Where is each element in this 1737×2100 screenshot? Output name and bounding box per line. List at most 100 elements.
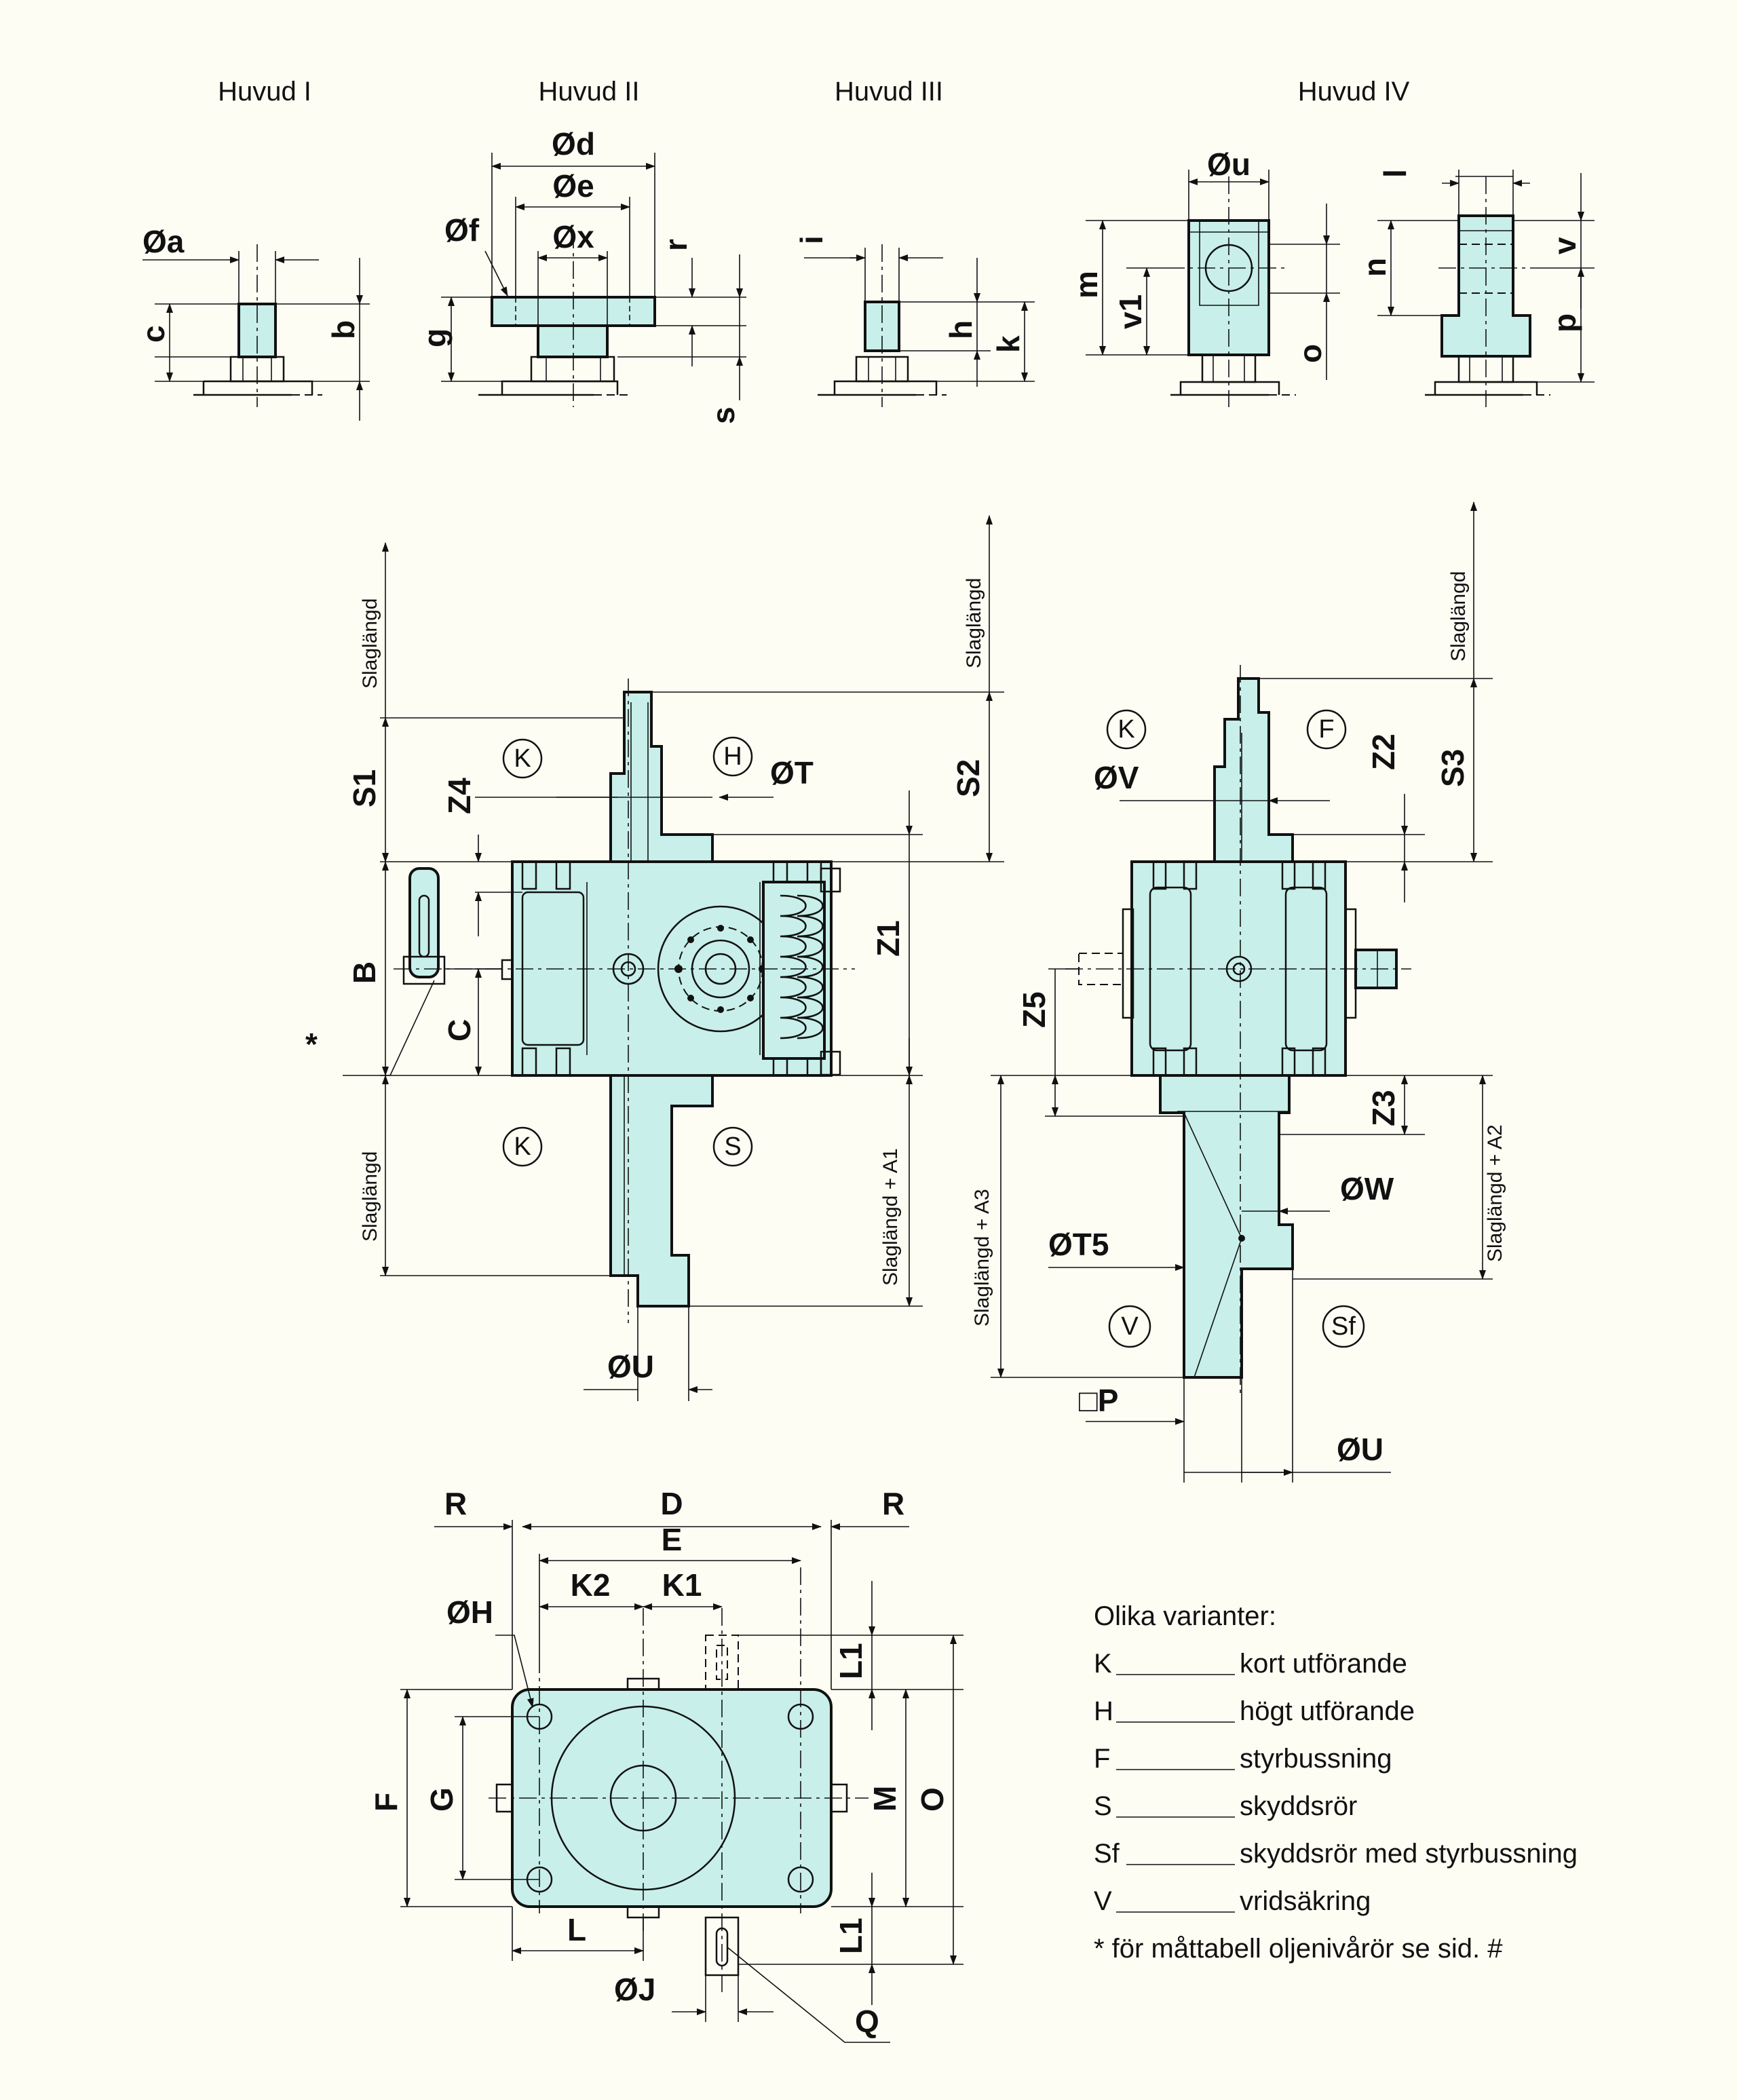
heading-huvud-2: Huvud II bbox=[539, 77, 640, 107]
dim-i: i bbox=[794, 235, 829, 244]
dim-K1: K1 bbox=[662, 1567, 702, 1603]
slag-top-right: Slaglängd bbox=[1447, 571, 1470, 662]
legend-desc: högt utförande bbox=[1240, 1696, 1415, 1726]
dim-T: ØT bbox=[770, 755, 814, 790]
dim-p: p bbox=[1547, 313, 1582, 332]
legend-item: F styrbussning bbox=[1094, 1744, 1392, 1774]
dim-e: Øe bbox=[552, 168, 594, 204]
protective-tube-side bbox=[1159, 1074, 1294, 1379]
dim-x: Øx bbox=[552, 219, 594, 254]
dim-D: D bbox=[660, 1486, 683, 1521]
legend-code: F bbox=[1094, 1744, 1110, 1774]
legend-desc: styrbussning bbox=[1240, 1744, 1392, 1774]
dim-Z3: Z3 bbox=[1366, 1090, 1401, 1126]
dim-S2: S2 bbox=[951, 759, 986, 797]
dim-h: h bbox=[943, 320, 978, 339]
dim-Z2: Z2 bbox=[1366, 733, 1401, 770]
legend-item: Sf skyddsrör med styrbussning bbox=[1094, 1839, 1578, 1869]
marker-f: F bbox=[1318, 715, 1334, 744]
bellows-guard bbox=[762, 881, 826, 1060]
huvud-3-view: i h k bbox=[794, 235, 1035, 407]
dim-n: n bbox=[1357, 258, 1392, 277]
spindle-upper bbox=[609, 691, 714, 863]
marker-k-bottom: K bbox=[514, 1132, 531, 1161]
slag-right-a1: Slaglängd + A1 bbox=[879, 1148, 902, 1286]
dim-f: Øf bbox=[444, 212, 480, 248]
dim-m: m bbox=[1069, 271, 1104, 299]
dim-L1-top: L1 bbox=[833, 1643, 868, 1679]
legend-code: H bbox=[1094, 1696, 1113, 1726]
dim-P: □P bbox=[1079, 1383, 1118, 1418]
dim-V: ØV bbox=[1094, 760, 1139, 795]
dim-K2: K2 bbox=[571, 1567, 611, 1603]
legend-desc: kort utförande bbox=[1240, 1649, 1407, 1679]
dim-J: ØJ bbox=[614, 1972, 655, 2007]
dim-Q: Q bbox=[855, 2004, 879, 2039]
marker-v: V bbox=[1121, 1312, 1139, 1341]
dim-b: b bbox=[326, 320, 361, 339]
dim-r: r bbox=[658, 239, 693, 251]
legend-code: Sf bbox=[1094, 1839, 1120, 1869]
slag-bottom-left: Slaglängd bbox=[359, 1151, 381, 1242]
marker-s: S bbox=[724, 1132, 741, 1161]
legend-item: S skyddsrör bbox=[1094, 1791, 1357, 1821]
dim-O: O bbox=[915, 1787, 950, 1812]
legend-title: Olika varianter: bbox=[1094, 1601, 1276, 1631]
dim-R-right: R bbox=[882, 1486, 904, 1521]
dim-v1: v1 bbox=[1113, 294, 1148, 329]
heading-huvud-1: Huvud I bbox=[218, 77, 311, 107]
dim-L1-bottom: L1 bbox=[833, 1917, 868, 1954]
dim-a: Øa bbox=[142, 224, 185, 259]
dim-R-left: R bbox=[444, 1486, 467, 1521]
huvud-2-hub bbox=[537, 324, 609, 358]
variants-legend: Olika varianter: K kort utförande H högt… bbox=[1094, 1601, 1578, 1964]
dim-L: L bbox=[567, 1912, 586, 1947]
marker-sf: Sf bbox=[1331, 1312, 1356, 1341]
dim-c: c bbox=[136, 325, 171, 343]
legend-item: K kort utförande bbox=[1094, 1649, 1407, 1679]
dim-k: k bbox=[991, 335, 1026, 353]
marker-k-side: K bbox=[1118, 715, 1134, 744]
huvud-2-view: Ød Øe Øx Øf r g s bbox=[417, 126, 746, 424]
legend-code: K bbox=[1094, 1649, 1112, 1679]
protective-tube bbox=[609, 1074, 714, 1307]
dim-T5: ØT5 bbox=[1048, 1227, 1109, 1262]
legend-desc: vridsäkring bbox=[1240, 1886, 1371, 1916]
huvud-1-view: Øa c b bbox=[136, 224, 370, 421]
huvud-4-side-view: l n v p bbox=[1357, 169, 1595, 407]
dim-B: B bbox=[347, 961, 382, 984]
dim-W: ØW bbox=[1340, 1171, 1394, 1206]
heading-huvud-3: Huvud III bbox=[835, 77, 943, 107]
gearbox-plan-view: R D R E K2 K1 ØH L1 F G M bbox=[368, 1486, 963, 2043]
marker-h: H bbox=[723, 742, 742, 771]
dim-M: M bbox=[867, 1786, 902, 1812]
slag-top-left: Slaglängd bbox=[359, 598, 381, 689]
legend-item: V vridsäkring bbox=[1094, 1886, 1371, 1916]
dim-G: G bbox=[424, 1787, 459, 1812]
dim-Z1: Z1 bbox=[871, 920, 906, 957]
dim-Z4: Z4 bbox=[442, 778, 477, 814]
dim-s: s bbox=[706, 406, 741, 424]
legend-desc: skyddsrör bbox=[1240, 1791, 1357, 1821]
legend-code: S bbox=[1094, 1791, 1112, 1821]
dim-g: g bbox=[417, 328, 453, 347]
dim-S1: S1 bbox=[347, 769, 382, 807]
marker-k-top: K bbox=[514, 744, 531, 773]
dim-v: v bbox=[1547, 237, 1582, 254]
dim-E: E bbox=[662, 1522, 683, 1557]
gearbox-front-view: Slaglängd S1 B Slaglängd Z4 C * ØT Slagl… bbox=[305, 515, 1004, 1401]
dim-F: F bbox=[368, 1793, 404, 1812]
gearbox-side-view: Slaglängd S3 Z2 ØV Z5 Slaglängd + A3 Z3 … bbox=[971, 501, 1506, 1483]
slag-top-mid: Slaglängd bbox=[963, 578, 985, 668]
dim-C: C bbox=[442, 1019, 477, 1042]
legend-desc: skyddsrör med styrbussning bbox=[1240, 1839, 1578, 1869]
dim-H: ØH bbox=[446, 1595, 493, 1630]
dim-U2: ØU bbox=[1337, 1432, 1383, 1467]
dim-Z5: Z5 bbox=[1016, 991, 1052, 1028]
huvud-4-front-view: Øu m v1 o bbox=[1069, 147, 1340, 407]
slag-right-a2: Slaglängd + A2 bbox=[1484, 1124, 1506, 1262]
dim-U1: ØU bbox=[607, 1349, 654, 1384]
dim-o: o bbox=[1293, 344, 1328, 363]
